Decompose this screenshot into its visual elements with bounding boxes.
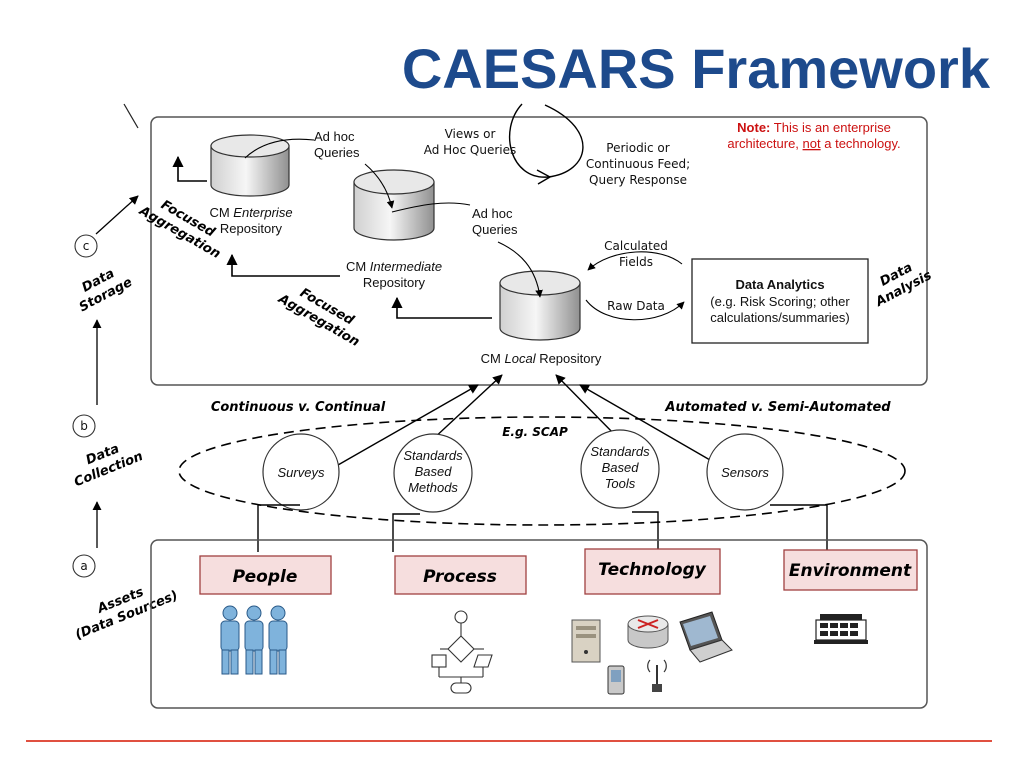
svg-text:People: People [233,567,298,587]
svg-text:Query Response: Query Response [589,173,687,187]
raw-data-arrow [585,299,685,321]
page-title: CAESARS Framework [401,37,990,100]
periodic-feed-label: Periodic or Continuous Feed; Query Respo… [586,141,690,187]
stage-a: a [72,554,96,578]
asset-connector-lines [257,504,828,552]
intermediate-repository-label: CM Intermediate Repository [346,259,442,290]
assets-label: Assets (Data Sources) [73,585,180,643]
svg-text:Methods: Methods [408,480,458,495]
scap-label: E.g. SCAP [502,425,568,439]
enterprise-output-arrow [172,155,207,182]
svg-text:Standards: Standards [403,448,463,463]
data-collection-label: Data Collection [72,441,145,490]
collector-to-repository-lines [337,374,711,466]
svg-text:Standards: Standards [590,444,650,459]
svg-text:Continuous Feed;: Continuous Feed; [586,157,690,171]
phone-icon [607,665,625,695]
footer-rule [26,740,992,742]
automated-label: Automated v. Semi-Automated [664,400,891,415]
collector-surveys: Surveys [262,433,340,511]
note-text: Note: This is an enterprise architecture… [727,120,900,151]
svg-text:Tools: Tools [605,476,636,491]
svg-text:Surveys: Surveys [278,465,325,480]
svg-text:CM Enterprise: CM Enterprise [209,205,292,220]
collector-standards-methods: Standards Based Methods [393,433,473,513]
svg-text:c: c [83,239,90,253]
enterprise-repository-label: CM Enterprise Repository [209,205,292,236]
svg-text:architecture, not a technology: architecture, not a technology. [727,136,900,151]
asset-process: Process [394,555,527,595]
stage-b: b [72,414,96,438]
svg-text:CM Local Repository: CM Local Repository [481,351,602,366]
aggregation-arrow-upper [226,253,340,277]
laptop-icon [679,611,733,663]
asset-environment: Environment [783,549,918,591]
local-repository-label: CM Local Repository [481,351,602,366]
svg-text:Views or: Views or [445,127,496,141]
query-loop-arrow [508,103,584,178]
collector-sensors: Sensors [706,433,784,511]
building-icon [814,614,868,644]
calculated-fields-arrow [587,251,683,271]
data-analytics-box [691,258,869,344]
data-storage-label: Data Storage [77,266,135,315]
svg-text:Sensors: Sensors [721,465,769,480]
svg-text:calculations/summaries): calculations/summaries) [710,310,849,325]
flowchart-icon [431,610,493,694]
svg-text:Based: Based [415,464,453,479]
server-icon [571,619,601,663]
router-icon [627,615,669,649]
svg-text:Data Analytics: Data Analytics [735,277,824,292]
local-repository-cylinder [499,270,581,341]
antenna-icon [647,659,667,692]
adhoc-query-line-2 [391,202,471,213]
calculated-fields-label: Calculated Fields [604,239,668,269]
svg-text:CM Intermediate: CM Intermediate [346,259,442,274]
svg-text:Fields: Fields [619,255,653,269]
assets-panel [150,539,928,709]
svg-text:Ad hoc: Ad hoc [314,129,355,144]
svg-text:Technology: Technology [598,560,707,580]
svg-text:Queries: Queries [472,222,518,237]
enterprise-repository-cylinder [210,134,290,197]
people-icon [220,605,288,675]
decorative-stroke [123,103,139,129]
svg-text:Ad Hoc Queries: Ad Hoc Queries [424,143,517,157]
svg-text:Note: This is an enterprise: Note: This is an enterprise [737,120,891,135]
aggregation-arrow-lower [391,296,492,319]
adhoc-query-arrow-2 [497,241,543,298]
svg-text:(e.g. Risk Scoring; other: (e.g. Risk Scoring; other [710,294,850,309]
storage-arrow [95,195,139,235]
svg-text:Calculated: Calculated [604,239,668,253]
adhoc-queries-label-2: Ad hoc Queries [472,206,518,237]
adhoc-query-arrow-1 [364,163,395,209]
adhoc-queries-label-1: Ad hoc Queries [314,129,360,160]
svg-text:Based: Based [602,460,640,475]
svg-text:Process: Process [423,567,497,587]
svg-text:Environment: Environment [789,561,912,581]
svg-text:b: b [80,419,88,433]
views-queries-label: Views or Ad Hoc Queries [424,127,517,157]
adhoc-query-line-1 [244,138,315,159]
stage-c: c [74,234,98,258]
query-loop-arrowhead [536,169,552,185]
svg-text:Ad hoc: Ad hoc [472,206,513,221]
svg-text:a: a [80,559,87,573]
scap-ellipse [178,416,906,526]
collector-standards-tools: Standards Based Tools [580,429,660,509]
raw-data-label: Raw Data [607,299,665,313]
asset-people: People [199,555,332,595]
svg-text:Repository: Repository [220,221,283,236]
svg-text:Repository: Repository [363,275,426,290]
asset-technology: Technology [584,548,721,595]
svg-text:Periodic or: Periodic or [606,141,670,155]
continuous-label: Continuous v. Continual [211,400,386,415]
svg-text:Queries: Queries [314,145,360,160]
data-analytics-text: Data Analytics (e.g. Risk Scoring; other… [710,277,850,325]
